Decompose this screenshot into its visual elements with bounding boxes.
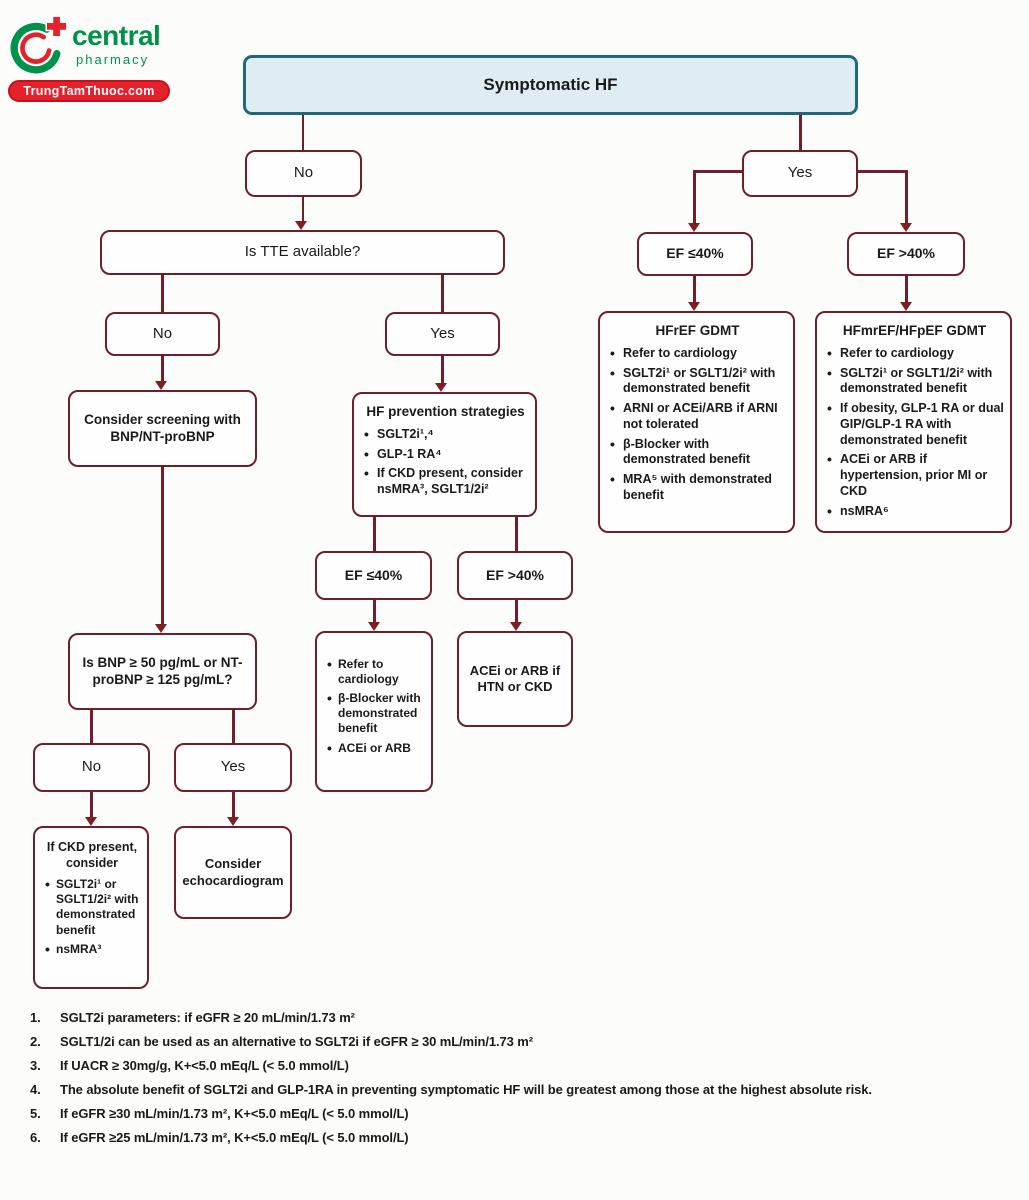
list-item: ACEi or ARB if hypertension, prior MI or… bbox=[825, 451, 1004, 499]
list-item: If obesity, GLP-1 RA or dual GIP/GLP-1 R… bbox=[825, 400, 1004, 448]
node-hfref-gdmt: HFrEF GDMT Refer to cardiology SGLT2i¹ o… bbox=[598, 311, 795, 533]
connector-line bbox=[301, 197, 304, 223]
list-item: SGLT2i¹ or SGLT1/2i² with demonstrated b… bbox=[43, 876, 141, 937]
node-tte-no: No bbox=[105, 312, 220, 356]
list-item: MRA⁵ with demonstrated benefit bbox=[608, 471, 787, 504]
connector-line bbox=[693, 276, 696, 303]
connector-line bbox=[905, 276, 908, 303]
connector-line bbox=[161, 467, 164, 625]
node-bnp-no: No bbox=[33, 743, 150, 792]
mid-low-actions-list: Refer to cardiology β-Blocker with demon… bbox=[325, 656, 425, 758]
node-mid-ef-high: EF >40% bbox=[457, 551, 573, 600]
logo-tagline: pharmacy bbox=[76, 52, 150, 67]
ckd-actions-title: If CKD present, consider bbox=[46, 840, 138, 870]
node-hf-prevention: HF prevention strategies SGLT2i¹,⁴ GLP-1… bbox=[352, 392, 537, 517]
connector-line bbox=[301, 115, 304, 150]
connector-line bbox=[693, 170, 696, 224]
node-branch-yes: Yes bbox=[742, 150, 858, 197]
arrow-down-icon bbox=[367, 622, 380, 631]
list-item: ACEi or ARB bbox=[325, 740, 425, 758]
list-item: SGLT2i¹ or SGLT1/2i² with demonstrated b… bbox=[608, 365, 787, 398]
logo-site-pill: TrungTamThuoc.com bbox=[8, 80, 170, 102]
node-ckd-actions: If CKD present, consider SGLT2i¹ or SGLT… bbox=[33, 826, 149, 989]
connector-line bbox=[232, 792, 235, 818]
list-item: Refer to cardiology bbox=[608, 345, 787, 362]
node-tte-yes: Yes bbox=[385, 312, 500, 356]
connector-line bbox=[693, 170, 742, 173]
list-item: SGLT2i¹,⁴ bbox=[362, 426, 529, 443]
node-symptomatic-hf: Symptomatic HF bbox=[243, 55, 858, 115]
connector-line bbox=[90, 710, 93, 743]
node-bnp-question: Is BNP ≥ 50 pg/mL or NT-proBNP ≥ 125 pg/… bbox=[68, 633, 257, 710]
list-item: nsMRA³ bbox=[43, 941, 141, 959]
connector-line bbox=[858, 170, 907, 173]
arrow-down-icon bbox=[154, 624, 167, 633]
logo-brand: central bbox=[72, 20, 161, 51]
connector-line bbox=[515, 600, 518, 623]
arrow-down-icon bbox=[687, 302, 700, 311]
footnote: The absolute benefit of SGLT2i and GLP-1… bbox=[30, 1082, 872, 1097]
hfpef-gdmt-title: HFmrEF/HFpEF GDMT bbox=[842, 323, 987, 338]
connector-line bbox=[515, 517, 518, 551]
arrow-down-icon bbox=[226, 817, 239, 826]
connector-line bbox=[799, 115, 802, 150]
central-pharmacy-logo: central pharmacy TrungTamThuoc.com bbox=[8, 14, 180, 102]
hf-prevention-title: HF prevention strategies bbox=[366, 404, 525, 419]
connector-line bbox=[373, 517, 376, 551]
ckd-actions-list: SGLT2i¹ or SGLT1/2i² with demonstrated b… bbox=[43, 876, 141, 959]
arrow-down-icon bbox=[84, 817, 97, 826]
node-bnp-yes: Yes bbox=[174, 743, 292, 792]
hf-prevention-list: SGLT2i¹,⁴ GLP-1 RA⁴ If CKD present, cons… bbox=[362, 426, 529, 498]
arrow-down-icon bbox=[295, 221, 307, 230]
connector-line bbox=[373, 600, 376, 623]
hfpef-gdmt-list: Refer to cardiology SGLT2i¹ or SGLT1/2i²… bbox=[825, 345, 1004, 520]
connector-line bbox=[232, 710, 235, 743]
node-branch-no: No bbox=[245, 150, 362, 197]
footnote: If UACR ≥ 30mg/g, K+<5.0 mEq/L (< 5.0 mm… bbox=[30, 1058, 349, 1073]
arrow-down-icon bbox=[687, 223, 700, 232]
footnote: SGLT2i parameters: if eGFR ≥ 20 mL/min/1… bbox=[30, 1010, 355, 1025]
connector-line bbox=[161, 275, 164, 312]
list-item: β-Blocker with demonstrated benefit bbox=[325, 690, 425, 736]
connector-line bbox=[905, 170, 908, 224]
node-bnp-screening: Consider screening with BNP/NT-proBNP bbox=[68, 390, 257, 467]
connector-line bbox=[90, 792, 93, 818]
node-hfpef-gdmt: HFmrEF/HFpEF GDMT Refer to cardiology SG… bbox=[815, 311, 1012, 533]
logo-row: central pharmacy bbox=[8, 14, 180, 76]
node-tte-question: Is TTE available? bbox=[100, 230, 505, 275]
footnotes-list: SGLT2i parameters: if eGFR ≥ 20 mL/min/1… bbox=[28, 1010, 1016, 1145]
node-mid-low-actions: Refer to cardiology β-Blocker with demon… bbox=[315, 631, 433, 792]
list-item: SGLT2i¹ or SGLT1/2i² with demonstrated b… bbox=[825, 365, 1004, 398]
list-item: If CKD present, consider nsMRA³, SGLT1/2… bbox=[362, 465, 529, 498]
list-item: ARNI or ACEi/ARB if ARNI not tolerated bbox=[608, 400, 787, 433]
connector-line bbox=[441, 356, 444, 385]
node-echocardiogram: Consider echocardiogram bbox=[174, 826, 292, 919]
arrow-down-icon bbox=[899, 302, 912, 311]
hfref-gdmt-title: HFrEF GDMT bbox=[655, 323, 740, 338]
arrow-down-icon bbox=[154, 381, 167, 390]
arrow-down-icon bbox=[899, 223, 912, 232]
list-item: GLP-1 RA⁴ bbox=[362, 446, 529, 463]
list-item: β-Blocker with demonstrated benefit bbox=[608, 436, 787, 469]
arrow-down-icon bbox=[434, 383, 447, 392]
node-mid-ef-low: EF ≤40% bbox=[315, 551, 432, 600]
footnote: If eGFR ≥30 mL/min/1.73 m², K+<5.0 mEq/L… bbox=[30, 1106, 409, 1121]
logo-c-icon bbox=[10, 15, 68, 74]
logo-text: central pharmacy bbox=[72, 20, 161, 68]
footnotes: SGLT2i parameters: if eGFR ≥ 20 mL/min/1… bbox=[28, 1010, 1016, 1154]
node-mid-high-action: ACEi or ARB if HTN or CKD bbox=[457, 631, 573, 727]
plus-icon bbox=[45, 15, 68, 38]
node-right-ef-low: EF ≤40% bbox=[637, 232, 753, 276]
hfref-gdmt-list: Refer to cardiology SGLT2i¹ or SGLT1/2i²… bbox=[608, 345, 787, 504]
node-right-ef-high: EF >40% bbox=[847, 232, 965, 276]
list-item: Refer to cardiology bbox=[825, 345, 1004, 362]
connector-line bbox=[161, 356, 164, 383]
arrow-down-icon bbox=[509, 622, 522, 631]
list-item: nsMRA⁶ bbox=[825, 503, 1004, 520]
footnote: If eGFR ≥25 mL/min/1.73 m², K+<5.0 mEq/L… bbox=[30, 1130, 409, 1145]
connector-line bbox=[441, 275, 444, 312]
footnote: SGLT1/2i can be used as an alternative t… bbox=[30, 1034, 533, 1049]
list-item: Refer to cardiology bbox=[325, 656, 425, 687]
